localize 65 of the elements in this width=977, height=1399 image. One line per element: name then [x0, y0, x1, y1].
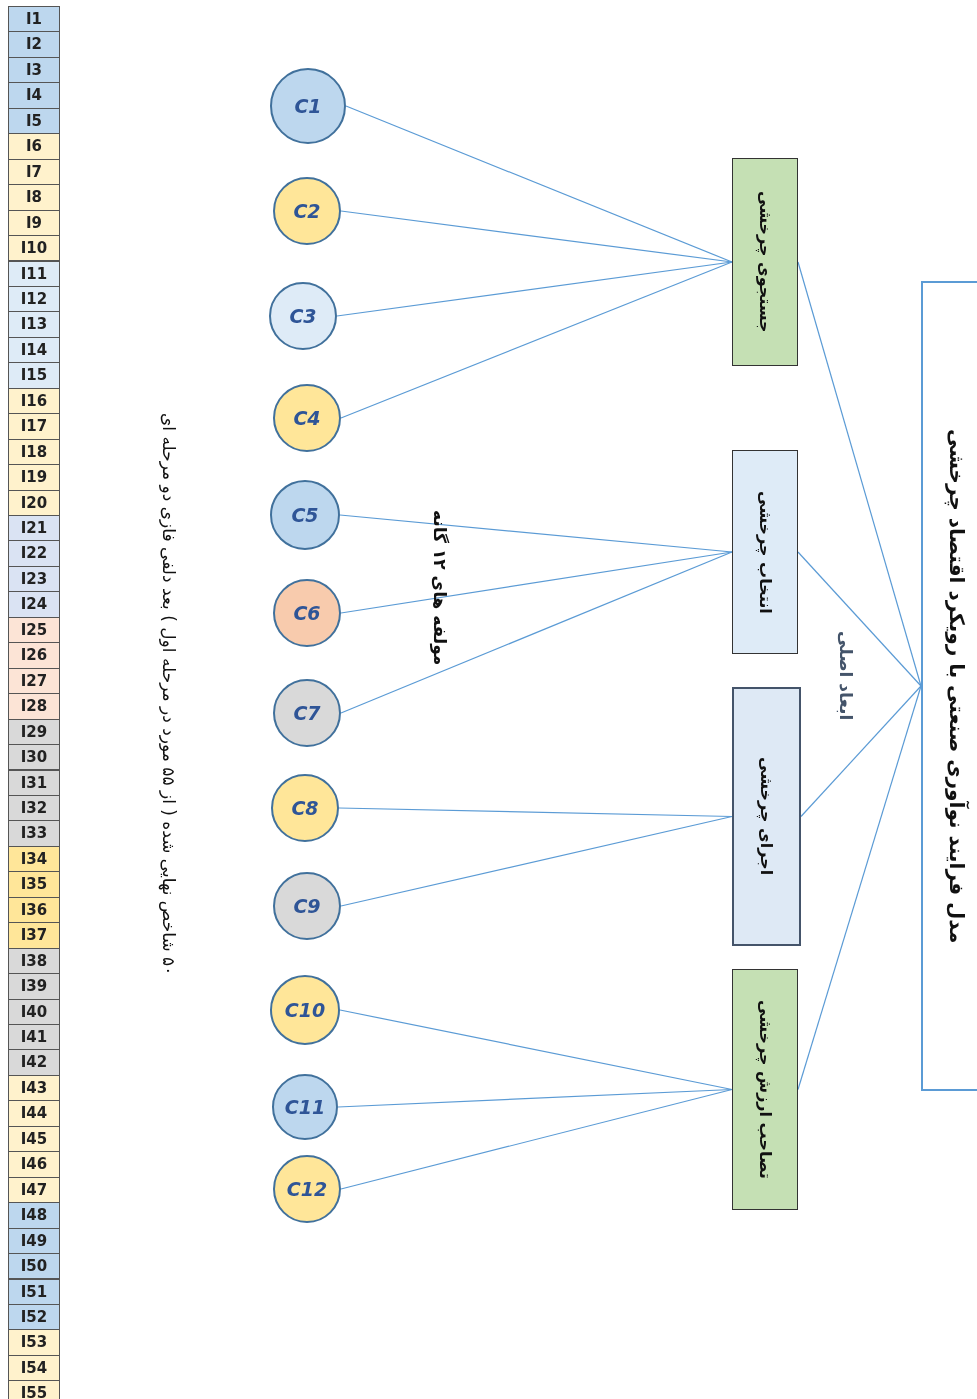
item-cell: I55 — [8, 1380, 60, 1399]
component-circle: C8 — [271, 774, 339, 842]
dimension-box: انتخاب چرخشی — [732, 450, 798, 654]
item-cell: I4 — [8, 82, 60, 109]
component-circle: C1 — [270, 68, 346, 144]
note-text: ۵۰ شاخص نهایی شده ( از ۵۵ مورد در مرحله اول ) بعد دلفی فازی دو مرحله ای — [157, 411, 180, 975]
component-circle: C6 — [273, 579, 341, 647]
connector-line — [797, 261, 922, 687]
item-cell: I22 — [8, 540, 60, 567]
item-cell: I8 — [8, 184, 60, 211]
item-cell: I6 — [8, 133, 60, 160]
item-cell: I46 — [8, 1151, 60, 1178]
title-box: مدل فرایند نوآوری صنعتی با رویکرد اقتصاد چرخشی — [921, 281, 977, 1091]
connector-line — [800, 685, 922, 818]
item-cell: I2 — [8, 31, 60, 58]
item-cell: I24 — [8, 591, 60, 618]
component-circle: C5 — [270, 480, 340, 550]
item-cell: I51 — [8, 1278, 60, 1305]
component-circle: C4 — [273, 384, 341, 452]
item-cell: I53 — [8, 1329, 60, 1356]
item-cell: I37 — [8, 922, 60, 949]
item-cell: I39 — [8, 973, 60, 1000]
connector-line — [340, 261, 733, 419]
item-cell: I33 — [8, 820, 60, 847]
item-cell: I19 — [8, 464, 60, 491]
item-cell: I35 — [8, 871, 60, 898]
connector-line — [345, 105, 733, 263]
item-cell: I48 — [8, 1202, 60, 1229]
item-cell: I44 — [8, 1100, 60, 1127]
item-cell: I40 — [8, 998, 60, 1025]
dimension-box: اجرای چرخشی — [732, 687, 801, 946]
connector-line — [340, 210, 733, 263]
component-circle: C3 — [269, 282, 337, 350]
item-cell: I1 — [8, 6, 60, 33]
item-cell: I50 — [8, 1253, 60, 1280]
item-cell: I42 — [8, 1049, 60, 1076]
item-cell: I26 — [8, 642, 60, 669]
connector-line — [339, 1009, 733, 1091]
connector-line — [340, 1088, 733, 1190]
item-cell: I31 — [8, 769, 60, 796]
item-cell: I17 — [8, 413, 60, 440]
component-circle: C11 — [272, 1074, 338, 1140]
connector-line — [797, 685, 922, 1091]
item-cell: I21 — [8, 515, 60, 542]
item-cell: I41 — [8, 1024, 60, 1051]
item-cell: I28 — [8, 693, 60, 720]
group-label: مولفه های ۱۲ گانه — [429, 508, 450, 665]
component-circle: C9 — [273, 872, 341, 940]
dimension-box: جستجوی چرخشی — [732, 158, 798, 366]
item-cell: I15 — [8, 362, 60, 389]
item-cell: I13 — [8, 311, 60, 338]
component-circle: C7 — [273, 679, 341, 747]
component-circle: C2 — [273, 177, 341, 245]
group-label: ابعاد اصلی — [835, 629, 856, 720]
component-circle: C12 — [273, 1155, 341, 1223]
dimension-box: تصاحب ارزش چرخشی — [732, 969, 798, 1210]
connector-line — [340, 815, 733, 907]
item-cell: I11 — [8, 260, 60, 287]
item-cell: I10 — [8, 235, 60, 262]
component-circle: C10 — [270, 975, 340, 1045]
connector-line — [797, 551, 922, 687]
item-cell: I30 — [8, 744, 60, 771]
item-cell: I20 — [8, 489, 60, 516]
connector-line — [339, 514, 733, 553]
connector-line — [340, 551, 733, 714]
